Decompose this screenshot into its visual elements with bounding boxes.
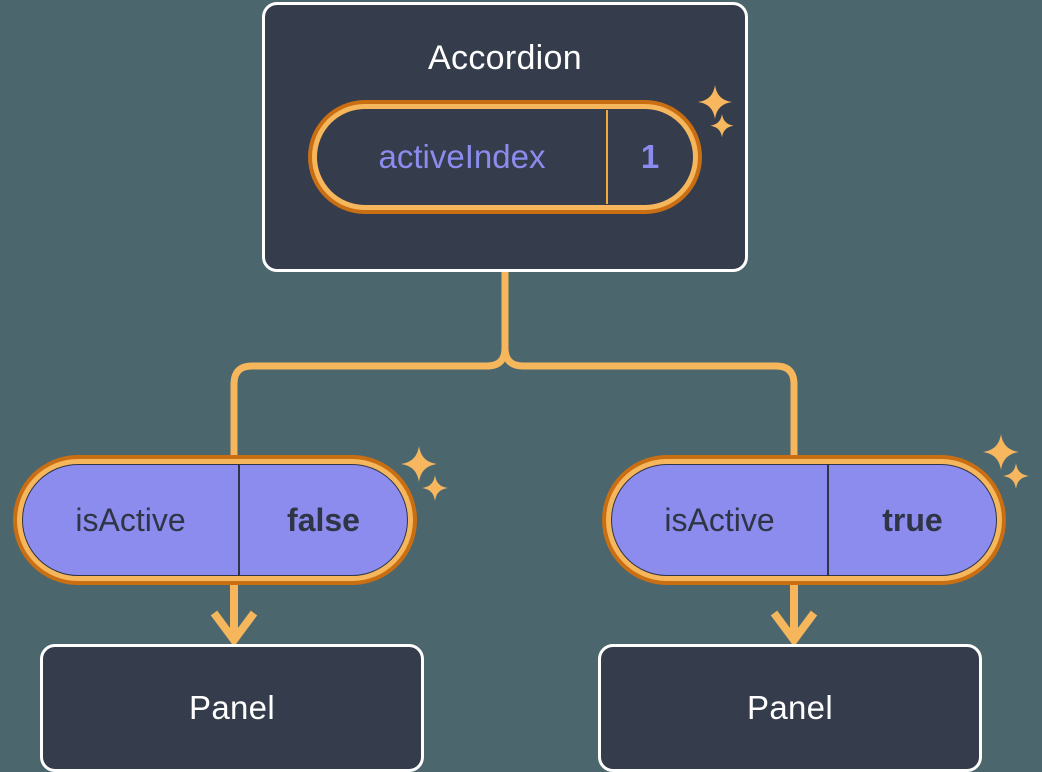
sparkle-small-icon (1003, 463, 1029, 489)
pill-body: activeIndex 1 (317, 109, 693, 205)
prop-pill-is-active-left[interactable]: isActive false (13, 455, 417, 585)
prop-pill-is-active-right[interactable]: isActive true (602, 455, 1006, 585)
sparkle-icon (401, 446, 437, 482)
sparkle-icon (983, 434, 1019, 470)
pill-body: isActive true (611, 464, 997, 576)
pill-value-label: 1 (640, 138, 660, 175)
state-pill-active-index[interactable]: activeIndex 1 (308, 100, 702, 214)
pill-inner-ring: isActive false (17, 459, 413, 581)
pill-key-label: isActive (612, 465, 829, 575)
connector-branch-right (501, 347, 798, 458)
pill-value-label: true (882, 501, 943, 538)
pill-body: isActive false (22, 464, 408, 576)
pill-value-label: false (287, 501, 360, 538)
pill-inner-ring: activeIndex 1 (312, 104, 698, 210)
pill-inner-ring: isActive true (606, 459, 1002, 581)
arrow-head-left (210, 610, 258, 647)
arrow-head-right (770, 610, 818, 647)
pill-key-label: isActive (23, 465, 240, 575)
connector-branch-left (230, 347, 509, 458)
panel-component-card-right[interactable]: Panel (598, 644, 982, 772)
panel-title: Panel (189, 689, 275, 726)
sparkle-icon (698, 85, 732, 119)
sparkle-small-icon (710, 114, 734, 138)
panel-title: Panel (747, 689, 833, 726)
sparkle-small-icon (422, 475, 448, 501)
page-title: Accordion (428, 39, 582, 77)
panel-component-card-left[interactable]: Panel (40, 644, 424, 772)
pill-key-label: activeIndex (318, 110, 608, 204)
